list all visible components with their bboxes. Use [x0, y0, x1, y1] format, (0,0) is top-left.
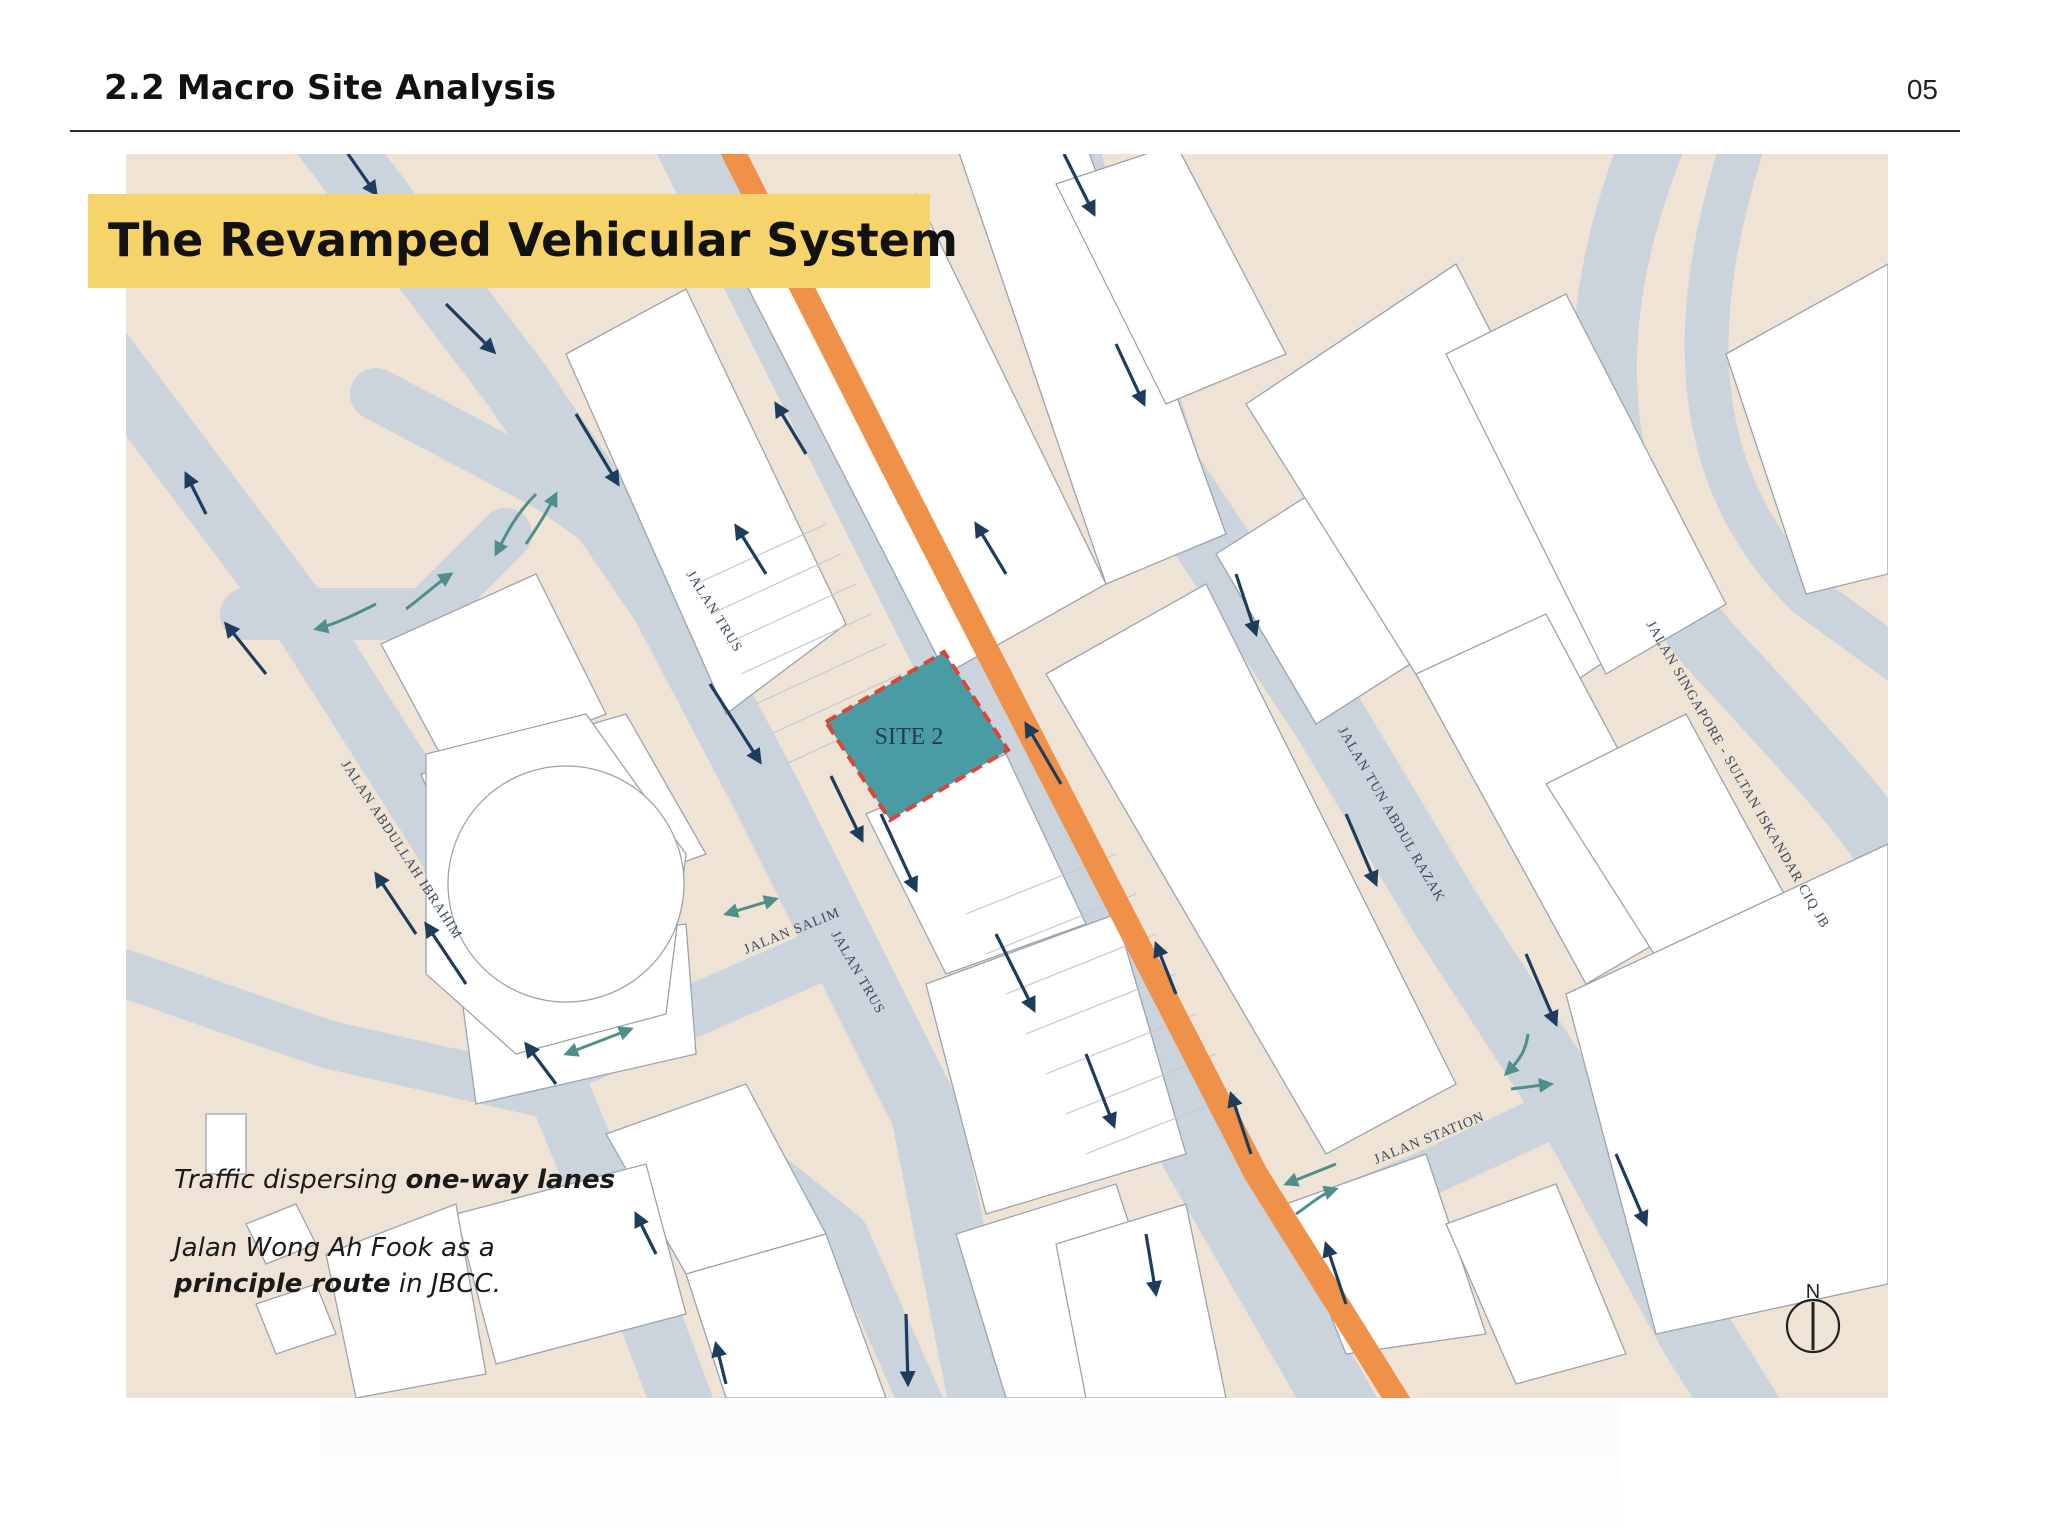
site-2-parcel: SITE 2 — [823, 649, 1011, 823]
road-jalan-singapore-b — [1684, 154, 1888, 681]
shophouse-rows — [695, 523, 1237, 1155]
principal-route — [720, 154, 1411, 1398]
road-jalan-singapore — [1572, 154, 1888, 930]
site-2-label: SITE 2 — [875, 724, 944, 750]
road-trus — [297, 154, 1019, 1398]
road-cross-west — [220, 508, 532, 640]
compass-ring — [1785, 1298, 1841, 1354]
caption-line-3-suffix: in JBCC. — [390, 1269, 501, 1299]
north-label: N — [1806, 1281, 1820, 1303]
caption-line-1-bold: one-way lanes — [405, 1165, 616, 1195]
road-upper-link — [350, 368, 672, 580]
caption-line-3: principle route in JBCC. — [174, 1266, 694, 1302]
caption-line-1: Traffic dispersing one-way lanes — [174, 1162, 694, 1198]
caption-line-2: Jalan Wong Ah Fook as a — [174, 1233, 495, 1263]
caption-line-1-prefix: Traffic dispersing — [174, 1165, 406, 1195]
site-map: SITE 2 — [126, 154, 1888, 1398]
map-caption: Traffic dispersing one-way lanes Jalan W… — [174, 1162, 694, 1302]
map-canvas: SITE 2 — [126, 154, 1888, 1398]
caption-line-3-bold: principle route — [174, 1269, 391, 1299]
section-title: 2.2 Macro Site Analysis — [104, 68, 557, 108]
map-title: The Revamped Vehicular System — [108, 213, 958, 267]
stadium — [425, 713, 687, 1055]
map-title-banner: The Revamped Vehicular System — [88, 194, 958, 288]
page-header: 2.2 Macro Site Analysis 05 — [70, 62, 1960, 132]
page-number: 05 — [1906, 74, 1938, 105]
page-bottom-band — [320, 1400, 1620, 1536]
one-way-arrows — [184, 154, 1649, 1388]
north-compass: N — [1785, 1281, 1841, 1354]
two-way-arrows — [313, 491, 1554, 1216]
